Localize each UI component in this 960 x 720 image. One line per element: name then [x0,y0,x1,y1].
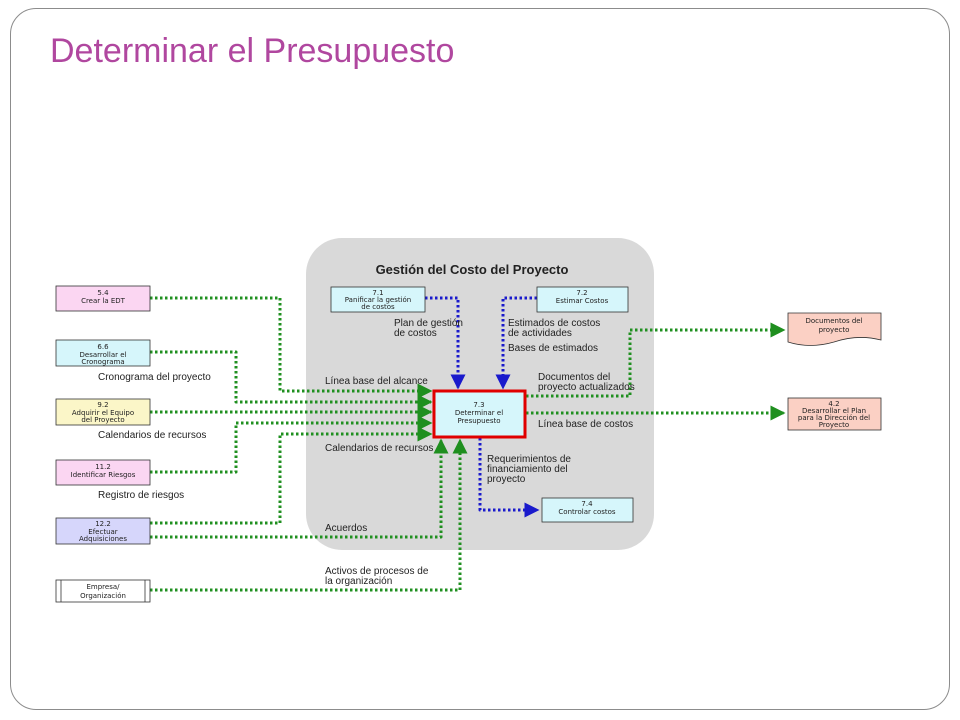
box-planificar-gestion-name2: de costos [361,303,395,311]
box-estimar-costos: 7.2 Estimar Costos [536,286,629,313]
box-documentos-line2: proyecto [819,326,850,334]
box-desarrollar-plan-name3: Proyecto [819,421,849,429]
flow-registro-riesgos [150,415,433,474]
label-linea-base-alcance: Línea base del alcance [325,376,428,387]
label-plan-gestion-1: Plan de gestión [394,318,463,329]
box-identificar-riesgos: 11.2 Identificar Riesgos [55,459,151,486]
box-empresa-line1: Empresa/ [86,583,120,591]
box-controlar-costos-id: 7.4 [581,500,593,508]
label-linea-base-costos: Línea base de costos [538,419,633,430]
box-determinar-presupuesto: 7.3 Determinar el Presupuesto [432,389,527,439]
label-requerimientos-1: Requerimientos de [487,454,571,465]
box-desarrollar-cronograma-id: 6.6 [97,343,109,351]
group-title: Gestión del Costo del Proyecto [376,262,569,277]
box-documentos-proyecto: Documentos del proyecto [787,312,882,346]
flow-plan-gestion-costos [425,296,466,390]
flow-acuerdos [150,438,449,539]
flow-documentos-actualizados [526,322,786,398]
box-estimar-costos-id: 7.2 [576,289,587,297]
label-documentos-act-1: Documentos del [538,372,610,383]
box-determinar-name1: Determinar el [455,409,503,417]
flow-linea-base-alcance [150,296,433,399]
label-registro-riesgos: Registro de riesgos [98,490,184,501]
label-requerimientos-3: proyecto [487,474,526,485]
label-acuerdos: Acuerdos [325,523,367,534]
label-estimados-1: Estimados de costos [508,318,600,329]
box-crear-edt-name: Crear la EDT [81,297,126,305]
box-planificar-gestion: 7.1 Panificar la gestión de costos [330,286,426,313]
label-calendarios-inner: Calendarios de recursos [325,443,433,454]
box-planificar-gestion-name1: Panificar la gestión [345,296,412,304]
label-calendarios-left: Calendarios de recursos [98,430,206,441]
label-bases-estimados: Bases de estimados [508,343,598,354]
label-activos-1: Activos de procesos de [325,566,429,577]
label-requerimientos-2: financiamiento del [487,464,568,475]
label-cronograma: Cronograma del proyecto [98,372,211,383]
flow-activos [150,438,468,592]
box-crear-edt: 5.4 Crear la EDT [55,285,151,312]
box-empresa-line2: Organización [80,592,126,600]
box-documentos-line1: Documentos del [805,317,862,325]
label-documentos-act-2: proyecto actualizados [538,382,635,393]
label-activos-2: la organización [325,576,392,587]
box-desarrollar-plan-id: 4.2 [828,400,839,408]
flow-requerimientos [478,438,540,518]
box-desarrollar-plan-name1: Desarrollar el Plan [802,407,866,415]
box-empresa-organizacion: Empresa/ Organización [55,579,151,603]
box-efectuar-adquisiciones-id: 12.2 [95,520,111,528]
label-estimados-2: de actividades [508,328,572,339]
flow-calendarios-inner [150,426,433,525]
box-determinar-id: 7.3 [473,401,484,409]
box-planificar-gestion-id: 7.1 [372,289,383,297]
box-controlar-costos-name: Controlar costos [558,508,616,516]
flow-cronograma [150,350,433,410]
box-desarrollar-plan: 4.2 Desarrollar el Plan para la Direcció… [787,397,882,431]
box-controlar-costos: 7.4 Controlar costos [541,497,634,523]
flow-estimados-costos [495,296,537,390]
label-plan-gestion-2: de costos [394,328,437,339]
box-adquirir-equipo-id: 9.2 [97,401,108,409]
box-estimar-costos-name: Estimar Costos [556,297,609,305]
box-determinar-name2: Presupuesto [457,417,500,425]
box-desarrollar-plan-name2: para la Dirección del [798,414,870,422]
box-crear-edt-id: 5.4 [97,289,109,297]
box-identificar-riesgos-id: 11.2 [95,463,111,471]
slide-title: Determinar el Presupuesto [50,32,455,70]
box-identificar-riesgos-name: Identificar Riesgos [71,471,136,479]
